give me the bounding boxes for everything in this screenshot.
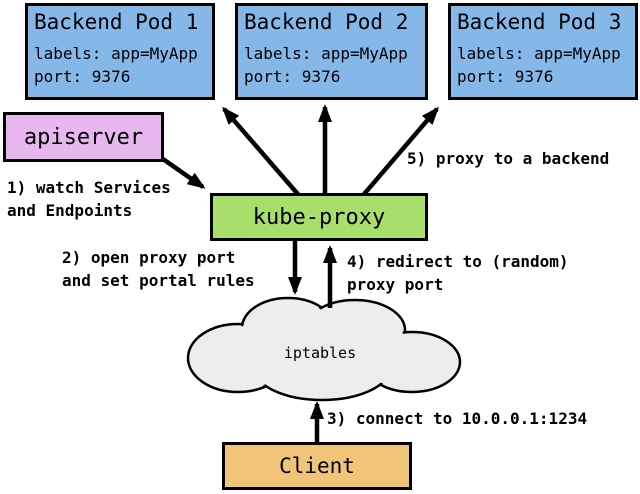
pod-title: Backend Pod 2 [244, 10, 409, 34]
annotation-line: 5) proxy to a backend [407, 149, 610, 168]
pod-port: port: 9376 [244, 67, 341, 86]
annotation-line: and set portal rules [62, 271, 255, 290]
iptables-cloud: iptables [186, 296, 462, 402]
annotation-line: and Endpoints [7, 201, 133, 220]
arrow-kubeproxy-to-pod1 [222, 106, 305, 202]
client-label: Client [279, 454, 355, 478]
annotation-step4: 4) redirect to (random) proxy port [347, 250, 569, 296]
annotation-line: proxy port [347, 275, 444, 294]
iptables-label: iptables [284, 344, 356, 362]
annotation-step5: 5) proxy to a backend [407, 147, 609, 170]
apiserver-label: apiserver [23, 124, 144, 150]
pod-port: port: 9376 [34, 67, 131, 86]
client-node: Client [222, 442, 412, 490]
pod-labels: labels: app=MyApp [457, 44, 621, 63]
arrow-kubeproxy-to-pod3 [357, 106, 439, 202]
annotation-line: 1) watch Services [7, 178, 171, 197]
annotation-step3: 3) connect to 10.0.0.1:1234 [327, 407, 587, 430]
annotation-line: 4) redirect to (random) [347, 252, 569, 271]
apiserver-node: apiserver [3, 112, 164, 162]
backend-pod-3: Backend Pod 3 labels: app=MyApp port: 93… [448, 3, 638, 100]
backend-pod-1: Backend Pod 1 labels: app=MyApp port: 93… [25, 3, 215, 100]
pod-labels: labels: app=MyApp [34, 44, 198, 63]
annotation-line: 3) connect to 10.0.0.1:1234 [327, 409, 588, 428]
annotation-line: 2) open proxy port [62, 248, 236, 267]
backend-pod-2: Backend Pod 2 labels: app=MyApp port: 93… [235, 3, 428, 100]
pod-title: Backend Pod 3 [457, 10, 622, 34]
kube-proxy-label: kube-proxy [252, 204, 386, 230]
annotation-step2: 2) open proxy port and set portal rules [62, 246, 255, 292]
pod-port: port: 9376 [457, 67, 554, 86]
annotation-step1: 1) watch Services and Endpoints [7, 176, 171, 222]
kube-proxy-node: kube-proxy [210, 193, 428, 241]
pod-labels: labels: app=MyApp [244, 44, 408, 63]
pod-title: Backend Pod 1 [34, 10, 199, 34]
